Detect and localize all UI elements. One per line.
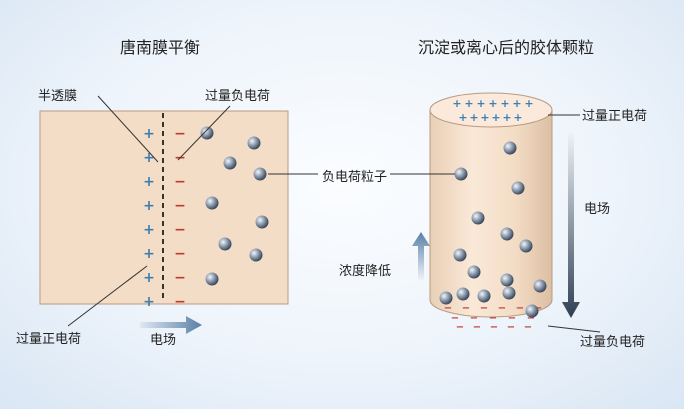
minus-charge: − — [524, 322, 532, 333]
left-particles — [200, 126, 269, 286]
minus-charge: − — [508, 313, 516, 324]
plus-charge: + — [143, 150, 155, 166]
label-membrane: 半透膜 — [38, 89, 77, 104]
minus-charge: − — [174, 174, 186, 190]
particle — [223, 156, 237, 170]
particle — [249, 248, 263, 262]
cylinder-top — [429, 92, 553, 128]
label-field-right: 电场 — [584, 202, 610, 217]
left-title: 唐南膜平衡 — [120, 38, 200, 57]
minus-charge: − — [174, 198, 186, 214]
minus-charge: − — [516, 303, 524, 314]
particle — [253, 167, 267, 181]
leader-neg-charge-left — [177, 105, 231, 161]
plus-charge: + — [458, 111, 467, 124]
minus-charge: − — [470, 313, 478, 324]
plus-charge: + — [464, 97, 473, 110]
top-plus-charges: +++++++++++++ — [452, 97, 533, 124]
particle — [200, 126, 214, 140]
particle — [500, 273, 514, 287]
bottom-minus-charges: −−−−−−−−−−−−−−−− — [444, 303, 542, 333]
particle — [502, 286, 516, 300]
label-bottom-charge: 过量负电荷 — [580, 335, 645, 350]
particle — [218, 237, 232, 251]
particle — [477, 289, 491, 303]
particle — [511, 181, 525, 195]
plus-charge: + — [524, 97, 533, 110]
label-particle: 负电荷粒子 — [322, 170, 387, 185]
particle — [439, 291, 453, 305]
minus-charge: − — [174, 294, 186, 310]
minus-charge: − — [490, 322, 498, 333]
particle — [205, 196, 219, 210]
plus-charge: + — [513, 111, 522, 124]
particle — [503, 141, 517, 155]
plus-charge: + — [491, 111, 500, 124]
plus-charge: + — [502, 111, 511, 124]
minus-charge: − — [489, 313, 497, 324]
plus-charge: + — [452, 97, 461, 110]
leader-membrane — [97, 95, 159, 163]
minus-charge: − — [498, 303, 506, 314]
plus-charge: + — [469, 111, 478, 124]
particle — [205, 272, 219, 286]
plus-charge: + — [143, 126, 155, 142]
field-arrow-down — [562, 132, 580, 318]
minus-charge: − — [451, 313, 459, 324]
particle — [467, 265, 481, 279]
label-pos-charge-left: 过量正电荷 — [16, 332, 81, 347]
minus-charge: − — [444, 303, 452, 314]
minus-charge: − — [462, 303, 470, 314]
leader-pos-charge-left — [67, 265, 148, 327]
particle — [525, 304, 539, 318]
label-top-charge: 过量正电荷 — [582, 109, 647, 124]
plus-charge: + — [488, 97, 497, 110]
plus-charge: + — [143, 270, 155, 286]
field-arrow-right — [140, 316, 202, 334]
minus-charge: − — [174, 222, 186, 238]
label-field-left: 电场 — [150, 333, 176, 348]
particle — [456, 287, 470, 301]
particle — [255, 215, 269, 229]
minus-charge: − — [527, 313, 535, 324]
right-title: 沉淀或离心后的胶体颗粒 — [418, 38, 594, 57]
plus-charge: + — [143, 222, 155, 238]
plus-charge: + — [143, 174, 155, 190]
right-particles — [439, 141, 547, 318]
label-neg-charge-left: 过量负电荷 — [205, 89, 270, 104]
particle — [500, 227, 514, 241]
plus-charge: + — [143, 246, 155, 262]
particle — [471, 211, 485, 225]
particle — [453, 248, 467, 262]
plus-charge: + — [476, 97, 485, 110]
minus-charge: − — [174, 270, 186, 286]
plus-charge: + — [512, 97, 521, 110]
plus-charge: + — [143, 294, 155, 310]
leader-bottom-charge — [547, 325, 601, 333]
plus-charge: + — [480, 111, 489, 124]
minus-charge: − — [480, 303, 488, 314]
minus-charge: − — [507, 322, 515, 333]
cylinder-body — [429, 109, 553, 318]
label-concentration: 浓度降低 — [339, 263, 391, 279]
minus-charge: − — [456, 322, 464, 333]
particle — [247, 136, 261, 150]
concentration-arrow-up — [412, 232, 430, 280]
particle — [519, 239, 533, 253]
particle — [454, 167, 468, 181]
plus-charge: + — [143, 198, 155, 214]
plus-charge: + — [500, 97, 509, 110]
particle — [533, 279, 547, 293]
colloid-cylinder — [429, 92, 553, 318]
membrane-plus-charges: + + + + + + + + — [143, 126, 155, 310]
minus-charge: − — [174, 246, 186, 262]
minus-charge: − — [174, 126, 186, 142]
minus-charge: − — [473, 322, 481, 333]
